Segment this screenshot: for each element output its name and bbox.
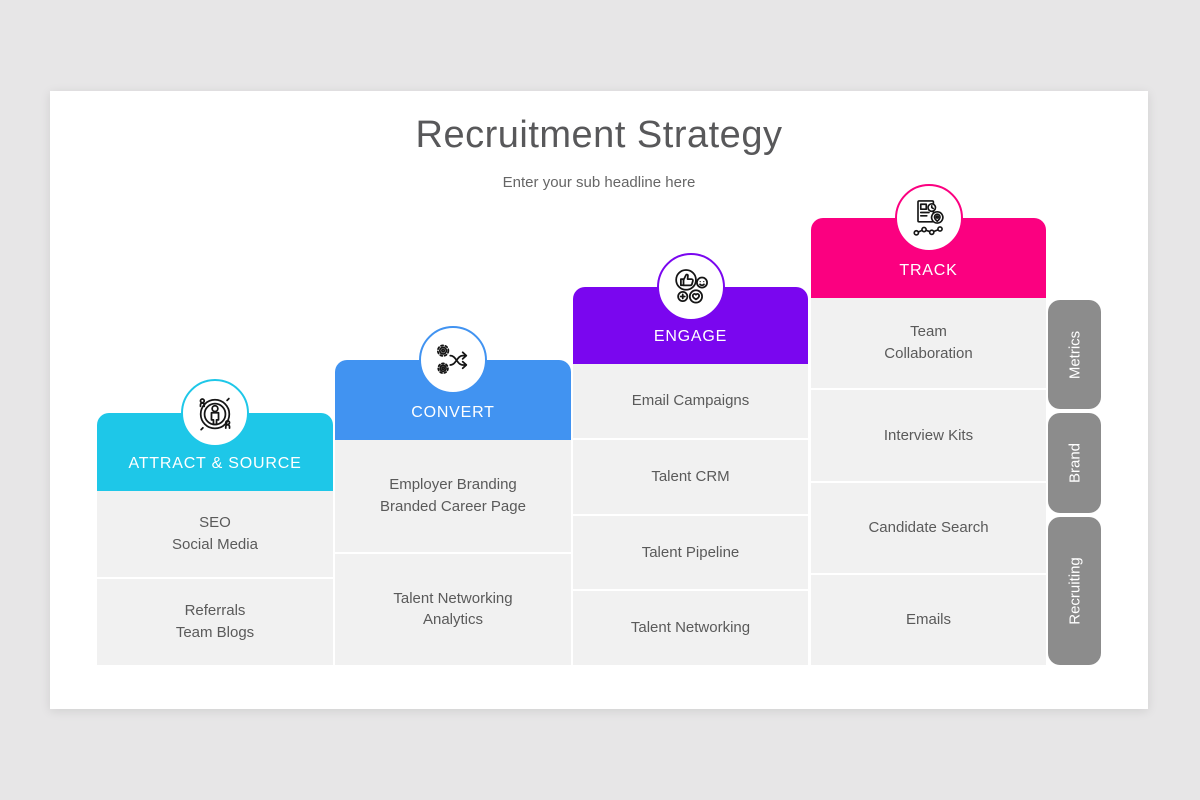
column-engage: ENGAGE Email Campaigns Talent CRM Talent…	[573, 253, 808, 665]
column-track: TRACK Team Collaboration Interview Kits …	[811, 184, 1046, 665]
column-header-engage: ENGAGE	[573, 253, 808, 364]
slide: Recruitment Strategy Enter your sub head…	[50, 91, 1148, 709]
slide-title: Recruitment Strategy	[415, 114, 783, 156]
list-item: Candidate Search	[811, 480, 1046, 573]
column-label: TRACK	[899, 262, 958, 279]
column-label: ENGAGE	[653, 328, 728, 345]
side-tab-recruiting: Recruiting	[1048, 517, 1101, 665]
list-item: Email Campaigns	[631, 392, 750, 409]
column-attract-source: ATTRACT & SOURCE SEO Social Media Referr…	[97, 379, 333, 665]
column-header-convert: CONVERT	[335, 326, 571, 440]
column-body: Employer Branding Branded Career Page Ta…	[335, 440, 571, 665]
list-item: Talent Pipeline	[573, 513, 808, 590]
list-item: Talent Networking	[573, 589, 808, 665]
side-tab-label: Metrics	[1066, 330, 1083, 379]
column-convert: CONVERT Employer Branding Branded Career…	[335, 326, 571, 665]
side-tab-label: Brand	[1066, 442, 1083, 484]
column-header-attract-source: ATTRACT & SOURCE	[97, 379, 333, 491]
list-item: Interview Kits	[811, 388, 1046, 480]
column-header-track: TRACK	[811, 184, 1046, 298]
list-item: Team Collaboration	[884, 323, 973, 363]
column-body: Email Campaigns Talent CRM Talent Pipeli…	[573, 364, 808, 665]
list-item: Talent Networking Analytics	[335, 551, 571, 666]
column-label: CONVERT	[411, 404, 495, 421]
column-label: ATTRACT & SOURCE	[128, 455, 302, 472]
analytics-board-icon	[894, 184, 963, 252]
list-item: SEO Social Media	[172, 514, 258, 553]
slide-subtitle: Enter your sub headline here	[502, 174, 696, 191]
column-body: SEO Social Media Referrals Team Blogs	[97, 491, 333, 665]
side-tab-metrics: Metrics	[1048, 300, 1101, 409]
people-cycle-icon	[181, 379, 249, 447]
column-body: Team Collaboration Interview Kits Candid…	[811, 298, 1046, 665]
reactions-icon	[656, 253, 725, 321]
gears-shuffle-icon	[419, 326, 487, 394]
list-item: Emails	[811, 572, 1046, 665]
side-tab-label: Recruiting	[1066, 557, 1083, 625]
list-item: Employer Branding Branded Career Page	[380, 476, 526, 515]
list-item: Talent CRM	[573, 437, 808, 514]
side-tab-brand: Brand	[1048, 413, 1101, 513]
list-item: Referrals Team Blogs	[97, 577, 333, 665]
